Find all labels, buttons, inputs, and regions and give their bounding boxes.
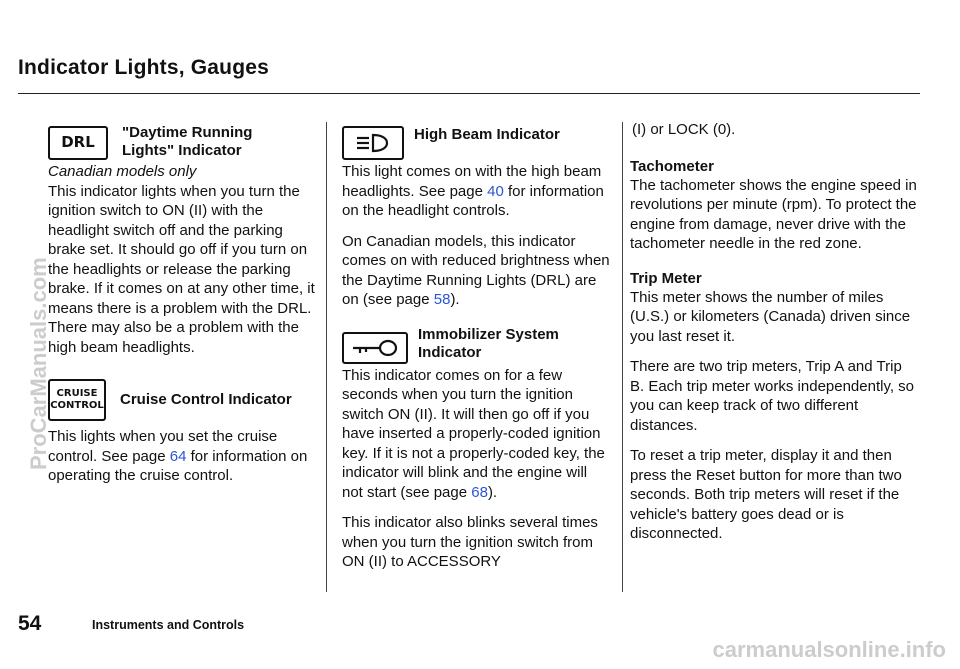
- column-1: DRL "Daytime Running Lights" Indicator C…: [48, 124, 320, 486]
- high-beam-heading: High Beam Indicator: [414, 126, 560, 143]
- continuation-text: (I) or LOCK (0).: [632, 121, 736, 138]
- title-divider: [18, 93, 920, 94]
- trip-meter-body-3: To reset a trip meter, display it and th…: [630, 447, 902, 542]
- high-beam-body-canada: On Canadian models, this indicator comes…: [342, 232, 610, 309]
- page-number: 54: [18, 612, 42, 635]
- column-divider-2: [622, 122, 623, 592]
- trip-meter-heading: Trip Meter: [630, 269, 702, 287]
- immobilizer-body: This indicator comes on for a few second…: [342, 366, 605, 501]
- page-link-40[interactable]: 40: [487, 182, 504, 200]
- key-glyph: [353, 339, 398, 356]
- high-beam-section: High Beam Indicator This light comes on …: [342, 124, 612, 310]
- tachometer-section: Tachometer The tachometer shows the engi…: [630, 158, 918, 254]
- page-title: Indicator Lights, Gauges: [18, 56, 269, 79]
- cruise-heading: Cruise Control Indicator: [120, 391, 292, 408]
- drl-body: This indicator lights when you turn the …: [48, 182, 315, 356]
- cruise-section: CRUISE CONTROL Cruise Control Indicator …: [48, 379, 320, 486]
- drl-section: DRL "Daytime Running Lights" Indicator C…: [48, 124, 320, 357]
- drl-icon: DRL: [48, 126, 108, 160]
- trip-meter-body-2: There are two trip meters, Trip A and Tr…: [630, 358, 915, 434]
- drl-heading: "Daytime Running Lights" Indicator: [122, 124, 253, 159]
- column-divider-1: [326, 122, 327, 592]
- high-beam-glyph: [357, 133, 389, 153]
- trip-meter-section: Trip Meter This meter shows the number o…: [630, 270, 918, 544]
- bottom-watermark: carmanualsonline.info: [712, 637, 947, 662]
- high-beam-icon: [342, 126, 404, 160]
- high-beam-body: This light comes on with the high beam h…: [342, 163, 604, 219]
- tachometer-heading: Tachometer: [630, 157, 714, 175]
- immobilizer-heading: Immobilizer System Indicator: [418, 325, 559, 361]
- page-link-64[interactable]: 64: [169, 447, 187, 465]
- cruise-control-icon: CRUISE CONTROL: [48, 379, 106, 421]
- immobilizer-key-icon: [342, 331, 408, 364]
- column-2: High Beam Indicator This light comes on …: [342, 124, 612, 572]
- trip-meter-body-1: This meter shows the number of miles (U.…: [630, 288, 911, 345]
- tachometer-body: The tachometer shows the engine speed in…: [630, 176, 917, 253]
- immobilizer-section: Immobilizer System Indicator This indica…: [342, 325, 612, 572]
- page-link-58[interactable]: 58: [433, 291, 451, 308]
- page-link-68[interactable]: 68: [471, 483, 488, 501]
- drl-subtitle: Canadian models only: [48, 163, 197, 180]
- cruise-body: This lights when you set the cruise cont…: [48, 428, 308, 484]
- column-3: (I) or LOCK (0). Tachometer The tachomet…: [606, 120, 918, 544]
- immobilizer-body-2: This indicator also blinks several times…: [342, 514, 598, 570]
- footer-section-title: Instruments and Controls: [92, 618, 245, 632]
